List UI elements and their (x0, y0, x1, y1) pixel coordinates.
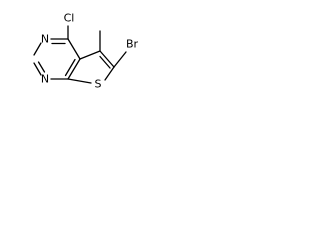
bond-c6-s (104, 66, 115, 81)
bond-c4a-c5 (79, 50, 101, 60)
bond-s-c7a (67, 78, 92, 84)
molecule-structure-diagram: Cl Br S N N (33, 12, 139, 91)
bond-n1-c2 (33, 62, 42, 76)
sulfur-atom-label: S (95, 78, 102, 91)
nitrogen-top-atom-label: N (41, 33, 49, 46)
bromine-atom-label: Br (126, 38, 139, 51)
bond-c5-c6 (99, 50, 115, 68)
bond-n1-c2-double (37, 61, 46, 73)
bond-c4-c4a (67, 38, 81, 60)
bond-c2-n3 (33, 42, 42, 56)
bond-c4a-c7a (67, 58, 81, 80)
nitrogen-bottom-atom-label: N (41, 73, 49, 86)
bond-c6-br (113, 51, 127, 68)
thiophene-ring (67, 50, 115, 84)
pyrimidine-ring (33, 38, 81, 80)
bond-c5-c6-double (99, 55, 111, 69)
chlorine-atom-label: Cl (64, 12, 75, 25)
bond-c4a-c7a-double (64, 58, 76, 77)
